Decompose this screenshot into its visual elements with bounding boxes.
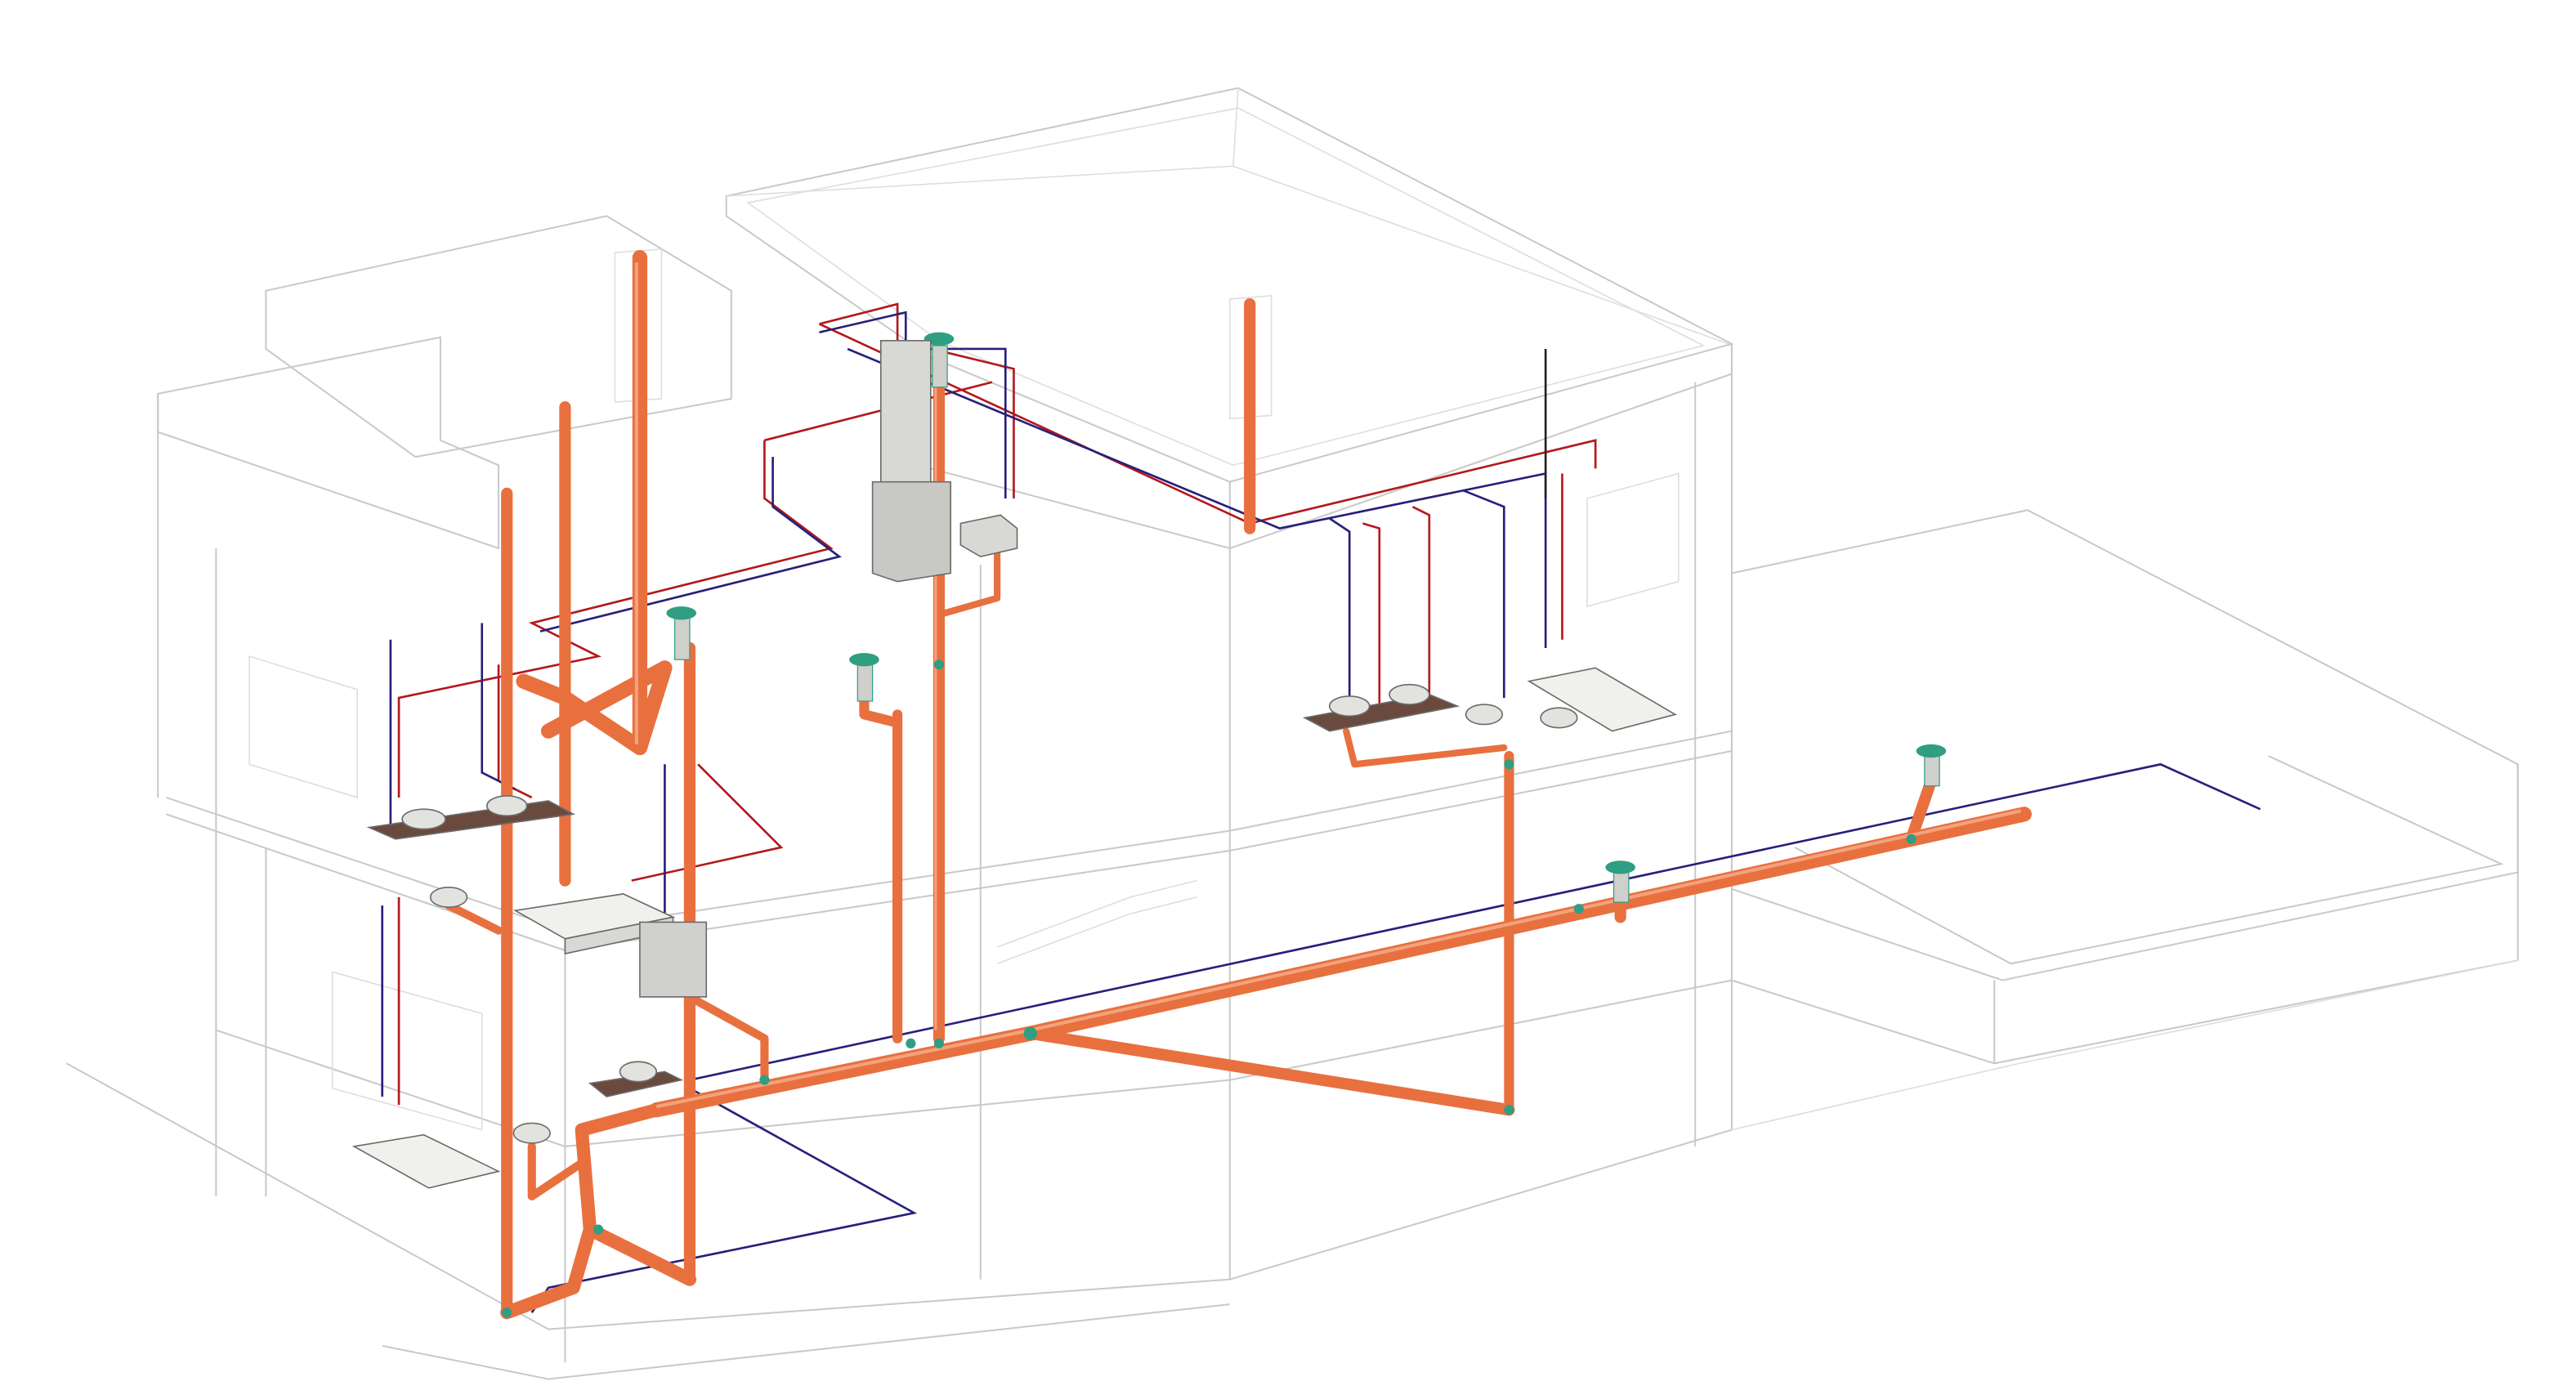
left-window-1 bbox=[248, 655, 359, 799]
drain-body bbox=[856, 664, 874, 702]
utility-sink bbox=[959, 514, 1018, 558]
cold-water-lines bbox=[381, 311, 2261, 1314]
annex-terrace bbox=[1794, 755, 2504, 965]
cold-water-line bbox=[1329, 517, 1351, 715]
floor-drain-icon bbox=[1605, 860, 1636, 874]
shower-tray bbox=[351, 1133, 501, 1189]
washbasin bbox=[1389, 683, 1430, 705]
chimney-1 bbox=[614, 248, 663, 403]
cold-water-line bbox=[539, 457, 842, 632]
drain-body bbox=[674, 617, 691, 660]
cold-water-line bbox=[847, 347, 1547, 648]
fitting bbox=[906, 1038, 916, 1048]
fixtures bbox=[351, 340, 1677, 1189]
branch-drain bbox=[1343, 727, 1508, 768]
sanitary-pipes bbox=[444, 250, 2033, 1320]
main-roof bbox=[725, 87, 1734, 483]
roof-ridge-2 bbox=[1232, 165, 1729, 345]
fitting bbox=[759, 1075, 770, 1085]
fitting bbox=[1906, 834, 1916, 844]
roof-ridge-3 bbox=[726, 165, 1233, 197]
fitting bbox=[1023, 1026, 1037, 1040]
floor-slab-2 bbox=[166, 750, 1733, 952]
fitting bbox=[1504, 1105, 1514, 1115]
hot-water-line bbox=[764, 381, 993, 442]
bathroom-countertop bbox=[1302, 694, 1460, 732]
toilet bbox=[1465, 704, 1504, 726]
floor-drain-icon bbox=[1916, 744, 1947, 758]
left-roof bbox=[157, 336, 500, 550]
floor-drain-icon bbox=[849, 653, 879, 667]
building-wireframe bbox=[65, 87, 2519, 1380]
fitting bbox=[1573, 904, 1584, 914]
washbasin bbox=[619, 1061, 658, 1083]
cold-water-line bbox=[1462, 489, 1505, 698]
water-heater-base bbox=[871, 480, 952, 583]
stair-2 bbox=[996, 896, 1197, 965]
drains bbox=[666, 332, 1947, 903]
washbasin bbox=[486, 795, 528, 817]
branch-drain bbox=[1024, 1027, 1515, 1116]
hot-water-line bbox=[397, 440, 834, 798]
fitting bbox=[502, 1307, 512, 1318]
drain-body bbox=[1612, 871, 1630, 903]
cold-water-line bbox=[689, 762, 2261, 1081]
fitting bbox=[933, 659, 945, 670]
toilet bbox=[1540, 707, 1578, 729]
fittings bbox=[502, 659, 1916, 1318]
fitting bbox=[933, 1038, 945, 1048]
left-upper-roof bbox=[265, 215, 732, 458]
annex-front bbox=[1731, 764, 2519, 1065]
branch-drain bbox=[1905, 775, 1938, 845]
stair bbox=[996, 879, 1197, 948]
left-window-2 bbox=[331, 971, 483, 1131]
toilet bbox=[512, 1122, 551, 1144]
annex-roof bbox=[1730, 509, 2519, 981]
branch-drain bbox=[935, 544, 1001, 619]
bathroom-countertop bbox=[366, 800, 576, 840]
branch-drain bbox=[516, 660, 673, 756]
base-line bbox=[382, 1303, 1230, 1380]
fitting bbox=[593, 1224, 604, 1235]
toilet bbox=[429, 886, 468, 908]
floor-slab-3 bbox=[216, 979, 1733, 1147]
washbasin bbox=[401, 808, 446, 830]
chimney-2 bbox=[1229, 295, 1272, 420]
branch-drain bbox=[685, 992, 769, 1084]
annex-base bbox=[1731, 959, 2518, 1131]
left-window-3 bbox=[1586, 472, 1679, 608]
branch-drain bbox=[527, 1142, 586, 1201]
shower-tray bbox=[1527, 667, 1677, 732]
roof-ridge bbox=[1232, 87, 1239, 167]
drain-body bbox=[1924, 755, 1940, 787]
hot-water-line bbox=[818, 323, 1597, 525]
fitting bbox=[1504, 759, 1514, 770]
drain-body bbox=[932, 345, 948, 388]
hot-water-line bbox=[631, 763, 784, 882]
hot-water-line bbox=[1362, 522, 1381, 715]
floor-drain-icon bbox=[924, 332, 955, 346]
washbasin bbox=[1329, 695, 1371, 717]
main-roof-inner bbox=[746, 107, 1706, 467]
ground-line bbox=[65, 1062, 1733, 1330]
washing-machine bbox=[639, 921, 708, 998]
floor-drain-icon bbox=[666, 606, 697, 620]
hot-water-line bbox=[1411, 505, 1431, 698]
water-heater-tank bbox=[879, 340, 932, 491]
zigzag-drain bbox=[583, 1222, 697, 1286]
branch-drain bbox=[444, 901, 503, 935]
